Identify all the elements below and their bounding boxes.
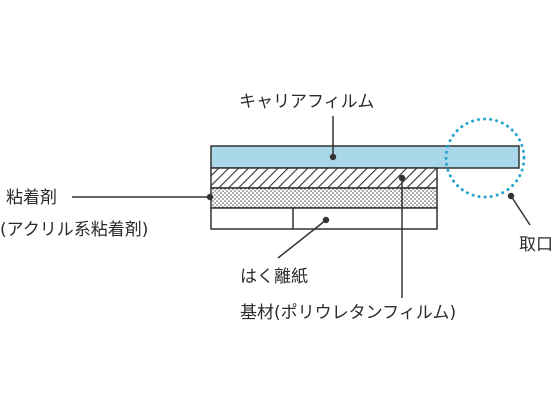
base-material-leader <box>398 174 406 298</box>
base-material-label: 基材(ポリウレタンフィルム) <box>240 303 456 323</box>
carrier-film-leader <box>329 116 337 161</box>
tab-leader <box>507 192 531 226</box>
carrier-film-layer <box>210 145 520 169</box>
adhesive-layer <box>210 187 438 209</box>
release-paper-leader <box>277 216 330 259</box>
adhesive-sublabel: (アクリル系粘着剤) <box>0 220 148 240</box>
tab-label: 取口 <box>519 235 553 255</box>
tab-highlight-circle <box>444 117 526 199</box>
release-paper-label: はく離紙 <box>240 267 308 287</box>
adhesive-leader <box>72 193 214 201</box>
carrier-film-label: キャリアフィルム <box>239 92 374 112</box>
adhesive-label: 粘着剤 <box>6 188 57 208</box>
